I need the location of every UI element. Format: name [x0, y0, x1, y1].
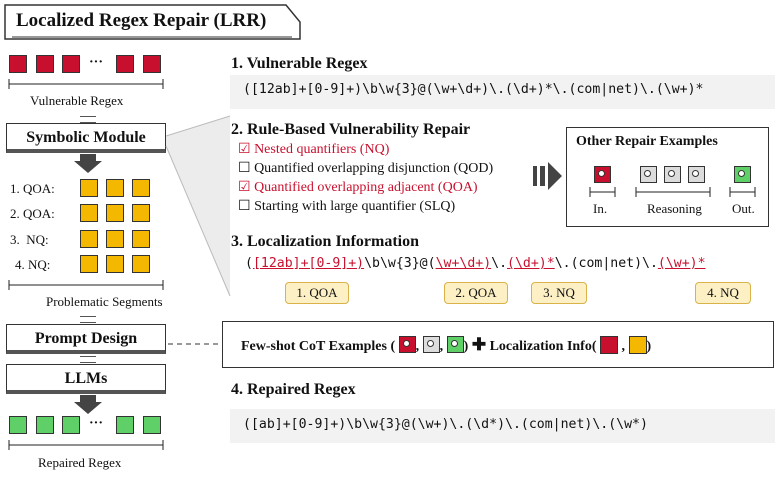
- connector: [80, 116, 96, 123]
- output-example-icon: [446, 336, 464, 353]
- rule-slq: ☐ Starting with large quantifier (SLQ): [238, 199, 456, 214]
- row-label: 4. NQ:: [15, 257, 51, 272]
- row-label: 2. QOA:: [10, 206, 55, 221]
- ellipsis: ···: [89, 416, 104, 431]
- reasoning-icon: [688, 166, 705, 183]
- section-1-heading: 1. Vulnerable Regex: [231, 55, 368, 72]
- few-shot-line: Few-shot CoT Examples ( , , ) ✚ Localiza…: [241, 335, 652, 354]
- output-example-icon: [734, 166, 751, 183]
- reasoning-icon: [640, 166, 657, 183]
- example-brackets: [589, 187, 756, 197]
- rule-nq: ☑ Nested quantifiers (NQ): [238, 142, 390, 157]
- in-label: In.: [593, 201, 608, 216]
- rule-qoa: ☑ Quantified overlapping adjacent (QOA): [238, 180, 478, 195]
- repaired-regex-box: [230, 409, 775, 443]
- few-shot-box: [222, 321, 774, 368]
- title-banner: [4, 4, 301, 40]
- right-arrow: [533, 162, 562, 190]
- input-example-icon: [398, 336, 416, 353]
- reasoning-icon: [664, 166, 681, 183]
- vulnerable-regex: ([12ab]+[0-9]+)\b\w{3}@(\w+\d+)\.(\d+)*\…: [243, 82, 704, 97]
- localization-tag: 1. QOA: [285, 282, 349, 304]
- vulnerable-regex-box: [230, 75, 775, 109]
- row-label: 1. QOA:: [10, 181, 55, 196]
- out-label: Out.: [732, 201, 755, 216]
- segment-square-icon: [628, 336, 647, 354]
- connector: [80, 356, 96, 363]
- reasoning-icon: [422, 336, 440, 353]
- connector: [80, 316, 96, 323]
- down-arrow: [74, 154, 102, 173]
- bracket-arrow: [8, 440, 164, 450]
- input-example-icon: [594, 166, 611, 183]
- prompt-design-box: Prompt Design: [6, 324, 166, 354]
- bracket-arrow: [8, 280, 164, 290]
- localized-regex: ([12ab]+[0-9]+)\b\w{3}@(\w+\d+)\.(\d+)*\…: [245, 256, 706, 271]
- down-arrow: [74, 395, 102, 414]
- ellipsis: ···: [89, 55, 104, 70]
- llms-box: LLMs: [6, 364, 166, 394]
- localization-tag: 3. NQ: [531, 282, 587, 304]
- repaired-regex-label: Repaired Regex: [38, 455, 122, 470]
- plus-icon: ✚: [471, 335, 487, 354]
- section-2-heading: 2. Rule-Based Vulnerability Repair: [231, 121, 471, 138]
- row-label: 3. NQ:: [10, 232, 49, 247]
- vulnerable-regex-label: Vulnerable Regex: [30, 93, 124, 108]
- reasoning-label: Reasoning: [647, 201, 702, 216]
- vulnerable-square-icon: [600, 336, 619, 354]
- page-title: Localized Regex Repair (LRR): [16, 10, 267, 31]
- rule-qod: ☐ Quantified overlapping disjunction (QO…: [238, 161, 494, 176]
- symbolic-module-box: Symbolic Module: [6, 123, 166, 153]
- section-3-heading: 3. Localization Information: [231, 233, 419, 250]
- repaired-regex: ([ab]+[0-9]+)\b\w{3}@(\w+)\.(\d*)\.(com|…: [243, 417, 648, 432]
- section-4-heading: 4. Repaired Regex: [231, 381, 356, 398]
- problematic-segments-label: Problematic Segments: [46, 294, 163, 309]
- localization-tag: 4. NQ: [695, 282, 751, 304]
- bracket-arrow: [8, 79, 164, 89]
- other-repair-title: Other Repair Examples: [576, 134, 718, 149]
- localization-tag: 2. QOA: [444, 282, 508, 304]
